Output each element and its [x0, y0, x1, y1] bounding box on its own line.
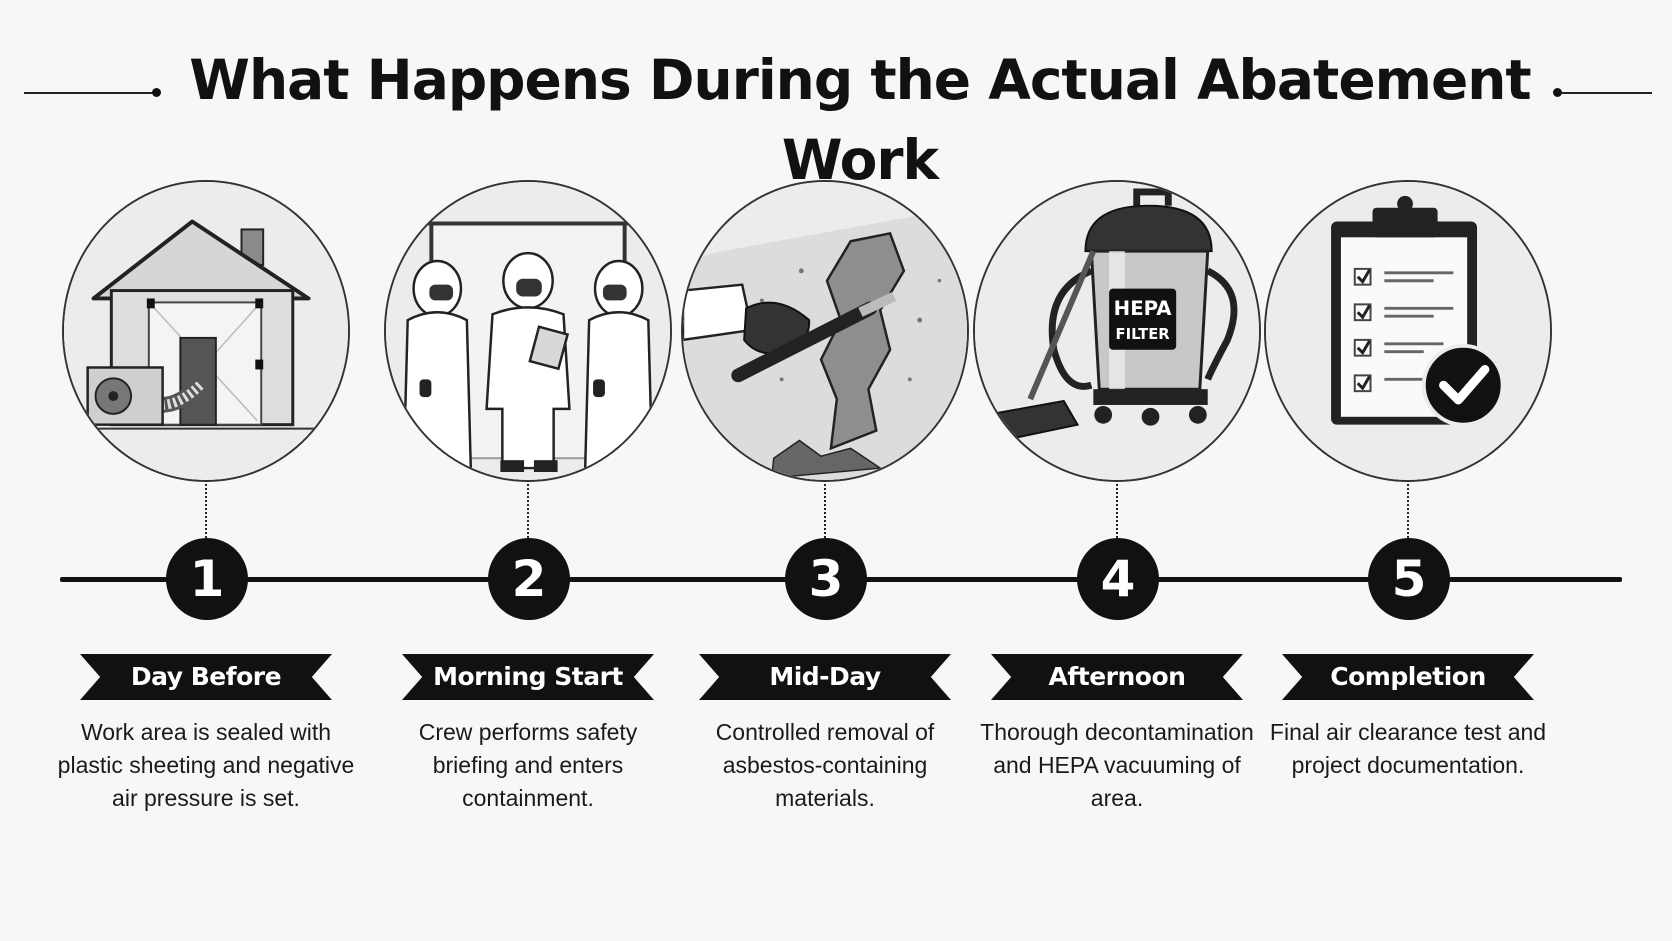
title-rule-left	[24, 92, 156, 94]
step-2: 2 Morning Start Crew performs safety bri…	[368, 0, 688, 941]
title-bar: What Happens During the Actual Abatement…	[0, 40, 1672, 192]
title-dot-left	[152, 88, 161, 97]
step-description-3: Controlled removal of asbestos-containin…	[715, 719, 935, 811]
step-number-4: 4	[1077, 538, 1159, 620]
title-dot-right	[1553, 88, 1562, 97]
step-description-4: Thorough decontamination and HEPA vacuum…	[980, 719, 1254, 811]
title-rule-right	[1560, 92, 1652, 94]
sealed-house-icon	[62, 180, 350, 482]
scraper-removal-icon	[681, 180, 969, 482]
connector-2	[527, 484, 529, 542]
crew-briefing-icon	[384, 180, 672, 482]
step-description-1: Work area is sealed with plastic sheetin…	[57, 719, 355, 811]
step-label-2: Morning Start	[402, 654, 654, 700]
step-1: 1 Day Before Work area is sealed with pl…	[46, 0, 366, 941]
hepa-vacuum-icon: HEPA FILTER	[973, 180, 1261, 482]
clipboard-check-icon	[1264, 180, 1552, 482]
connector-3	[824, 484, 826, 542]
step-4: HEPA FILTER 4 Afternoon Thorough deconta…	[957, 0, 1277, 941]
hepa-text: HEPA	[1114, 297, 1173, 320]
step-number-3: 3	[785, 538, 867, 620]
step-number-1: 1	[166, 538, 248, 620]
step-number-5: 5	[1368, 538, 1450, 620]
step-5: 5 Completion Final air clearance test an…	[1248, 0, 1568, 941]
connector-1	[205, 484, 207, 542]
step-label-1: Day Before	[80, 654, 332, 700]
connector-5	[1407, 484, 1409, 542]
step-description-2: Crew performs safety briefing and enters…	[418, 719, 638, 811]
step-3: 3 Mid-Day Controlled removal of asbestos…	[665, 0, 985, 941]
connector-4	[1116, 484, 1118, 542]
page-title: What Happens During the Actual Abatement…	[189, 48, 1531, 192]
step-description-5: Final air clearance test and project doc…	[1269, 719, 1547, 778]
step-label-5: Completion	[1282, 654, 1534, 700]
filter-text: FILTER	[1116, 326, 1171, 343]
step-label-3: Mid-Day	[699, 654, 951, 700]
step-number-2: 2	[488, 538, 570, 620]
step-label-4: Afternoon	[991, 654, 1243, 700]
